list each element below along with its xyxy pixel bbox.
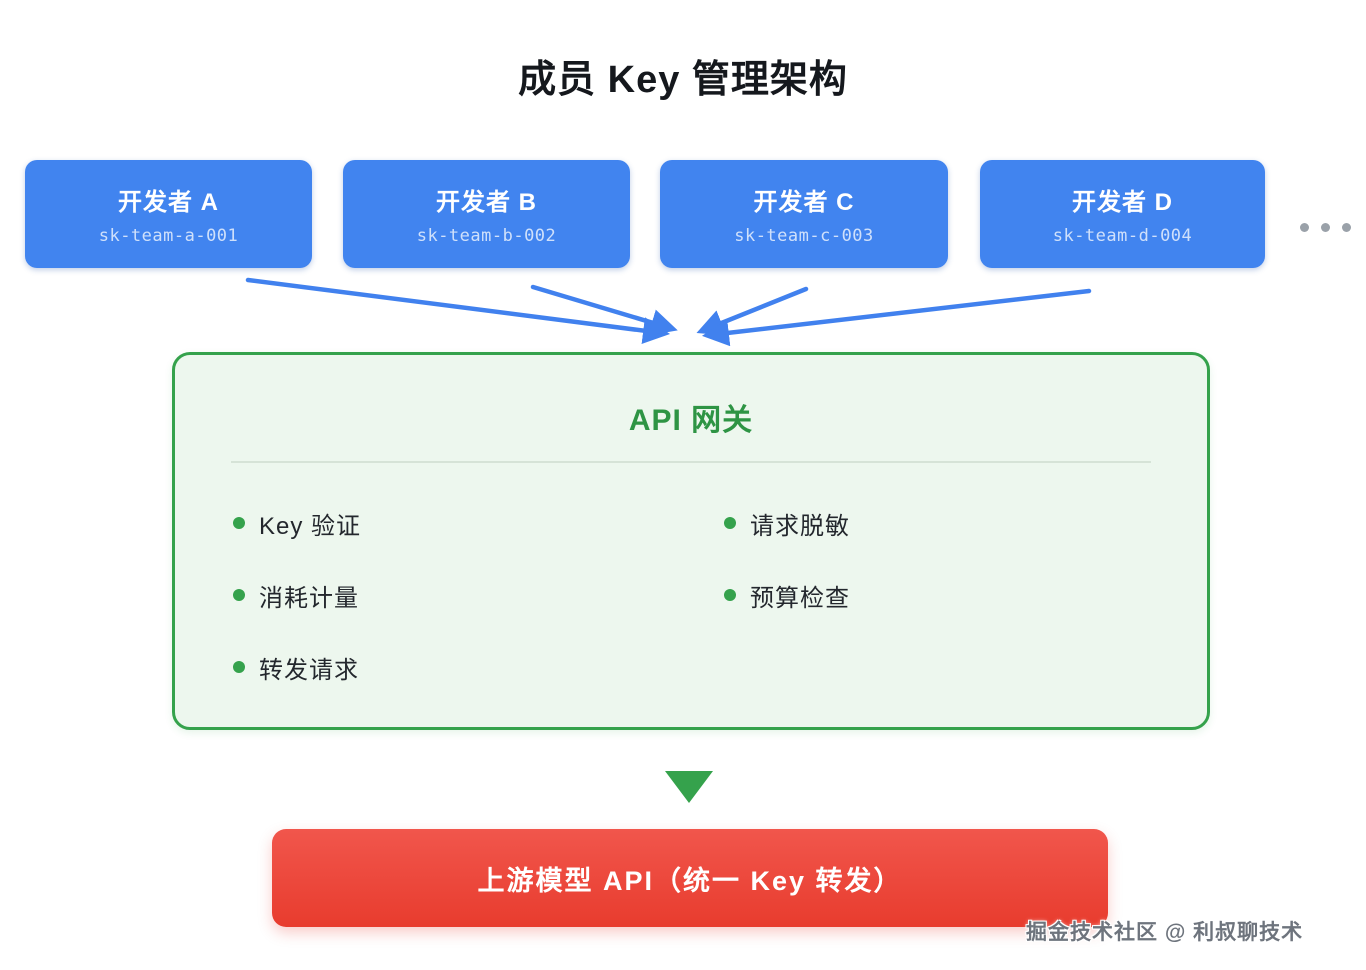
gateway-feature-request-masking: 请求脱敏 — [724, 503, 850, 543]
gateway-feature-forward-request: 转发请求 — [233, 647, 359, 687]
developer-b-key: sk-team-b-002 — [416, 226, 557, 246]
developer-b-box: 开发者 B sk-team-b-002 — [343, 160, 630, 268]
bullet-dot-icon — [233, 517, 245, 529]
developer-a-name: 开发者 A — [118, 189, 219, 216]
triangle-down-icon — [665, 771, 713, 803]
developer-d-box: 开发者 D sk-team-d-004 — [980, 160, 1265, 268]
watermark: 掘金技术社区 @ 利叔聊技术 — [1026, 921, 1304, 944]
upstream-api-box: 上游模型 API（统一 Key 转发） — [272, 829, 1108, 927]
developer-a-box: 开发者 A sk-team-a-001 — [25, 160, 312, 268]
developer-d-key: sk-team-d-004 — [1052, 226, 1193, 246]
feature-label: 消耗计量 — [259, 584, 359, 612]
developer-b-name: 开发者 B — [436, 189, 537, 216]
gateway-divider — [231, 461, 1151, 463]
bullet-dot-icon — [233, 589, 245, 601]
bullet-dot-icon — [724, 589, 736, 601]
developer-c-key: sk-team-c-003 — [734, 226, 874, 246]
developer-a-key: sk-team-a-001 — [98, 226, 239, 246]
bullet-dot-icon — [233, 661, 245, 673]
bullet-dot-icon — [724, 517, 736, 529]
gateway-feature-budget-check: 预算检查 — [724, 575, 850, 615]
api-gateway-title: API 网关 — [628, 404, 754, 437]
feature-label: 转发请求 — [259, 656, 359, 684]
api-gateway-box: API 网关 Key 验证 消耗计量 转发请求 请求脱敏 预算检查 — [172, 352, 1210, 730]
developer-d-name: 开发者 D — [1072, 189, 1173, 216]
page-title: 成员 Key 管理架构 — [518, 59, 848, 101]
feature-label: Key 验证 — [259, 512, 362, 540]
feature-label: 请求脱敏 — [750, 512, 850, 540]
developer-c-box: 开发者 C sk-team-c-003 — [660, 160, 948, 268]
developer-c-name: 开发者 C — [753, 189, 855, 216]
ellipsis-icon — [1300, 223, 1351, 232]
gateway-feature-key-validation: Key 验证 — [233, 503, 361, 543]
upstream-api-label: 上游模型 API（统一 Key 转发） — [477, 865, 903, 896]
gateway-feature-usage-metering: 消耗计量 — [233, 575, 359, 615]
feature-label: 预算检查 — [750, 584, 850, 612]
